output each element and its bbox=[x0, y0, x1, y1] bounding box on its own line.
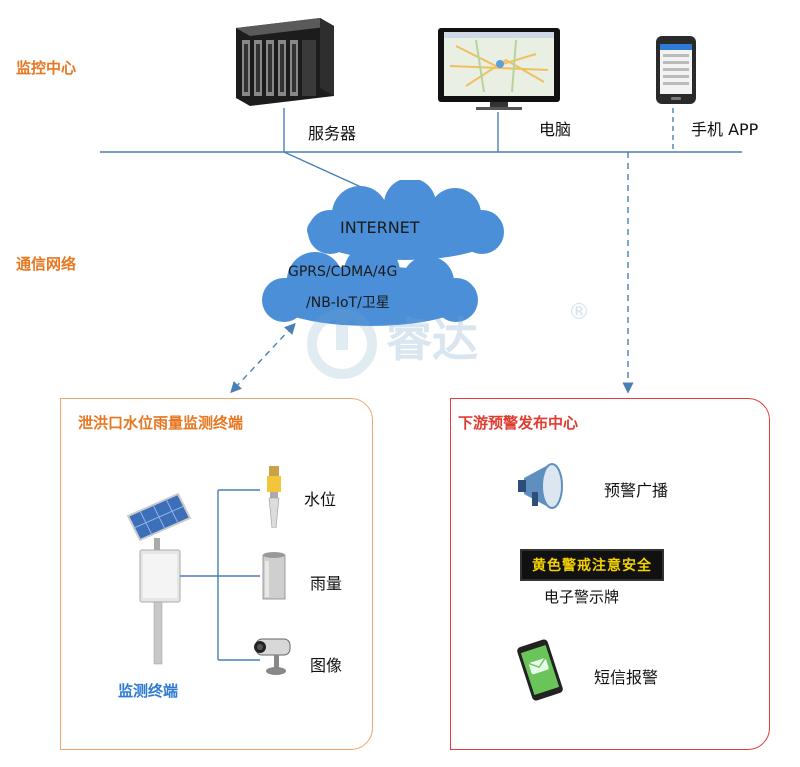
wireless-line2-label: /NB-IoT/卫星 bbox=[306, 295, 390, 311]
watermark-registered-mark: ® bbox=[568, 300, 590, 325]
sms-phone-icon bbox=[517, 639, 563, 701]
led-sign-label: 电子警示牌 bbox=[544, 588, 620, 606]
solar-terminal-icon bbox=[126, 492, 192, 665]
cloud-terminal-arrow bbox=[230, 322, 296, 394]
monitor-center-label: 监控中心 bbox=[16, 59, 77, 77]
image-label: 图像 bbox=[310, 656, 343, 675]
sensor-bracket-lines bbox=[180, 489, 260, 661]
wireless-cloud-icon bbox=[262, 246, 478, 326]
terminal-label: 监测终端 bbox=[118, 682, 179, 700]
right-panel-title: 下游预警发布中心 bbox=[458, 414, 579, 432]
computer-label: 电脑 bbox=[539, 120, 572, 139]
mobile-app-label: 手机 APP bbox=[691, 120, 759, 139]
broadcast-speaker-icon bbox=[518, 463, 563, 509]
phone-icon bbox=[656, 36, 696, 104]
bus-to-cloud-line bbox=[283, 151, 373, 193]
rain-gauge-icon bbox=[262, 552, 286, 600]
network-label: 通信网络 bbox=[16, 255, 77, 273]
server-label: 服务器 bbox=[308, 124, 357, 143]
rainfall-label: 雨量 bbox=[310, 574, 343, 593]
water-level-label: 水位 bbox=[304, 490, 337, 509]
sms-label: 短信报警 bbox=[594, 668, 659, 687]
watermark-text: 睿达 bbox=[386, 313, 478, 367]
internet-label: INTERNET bbox=[340, 218, 420, 237]
led-warning-sign: 黄色警戒注意安全 bbox=[520, 549, 664, 581]
monitoring-terminal-panel bbox=[60, 398, 373, 750]
computer-icon bbox=[438, 28, 560, 110]
watermark-logo-icon bbox=[307, 309, 377, 379]
camera-icon bbox=[254, 638, 291, 675]
wireless-line1-label: GPRS/CDMA/4G bbox=[288, 264, 398, 280]
server-icon bbox=[236, 18, 334, 106]
internet-cloud-icon bbox=[307, 180, 504, 260]
left-panel-title: 泄洪口水位雨量监测终端 bbox=[78, 414, 244, 432]
water-level-sensor-icon bbox=[267, 466, 281, 528]
broadcast-label: 预警广播 bbox=[604, 481, 669, 500]
